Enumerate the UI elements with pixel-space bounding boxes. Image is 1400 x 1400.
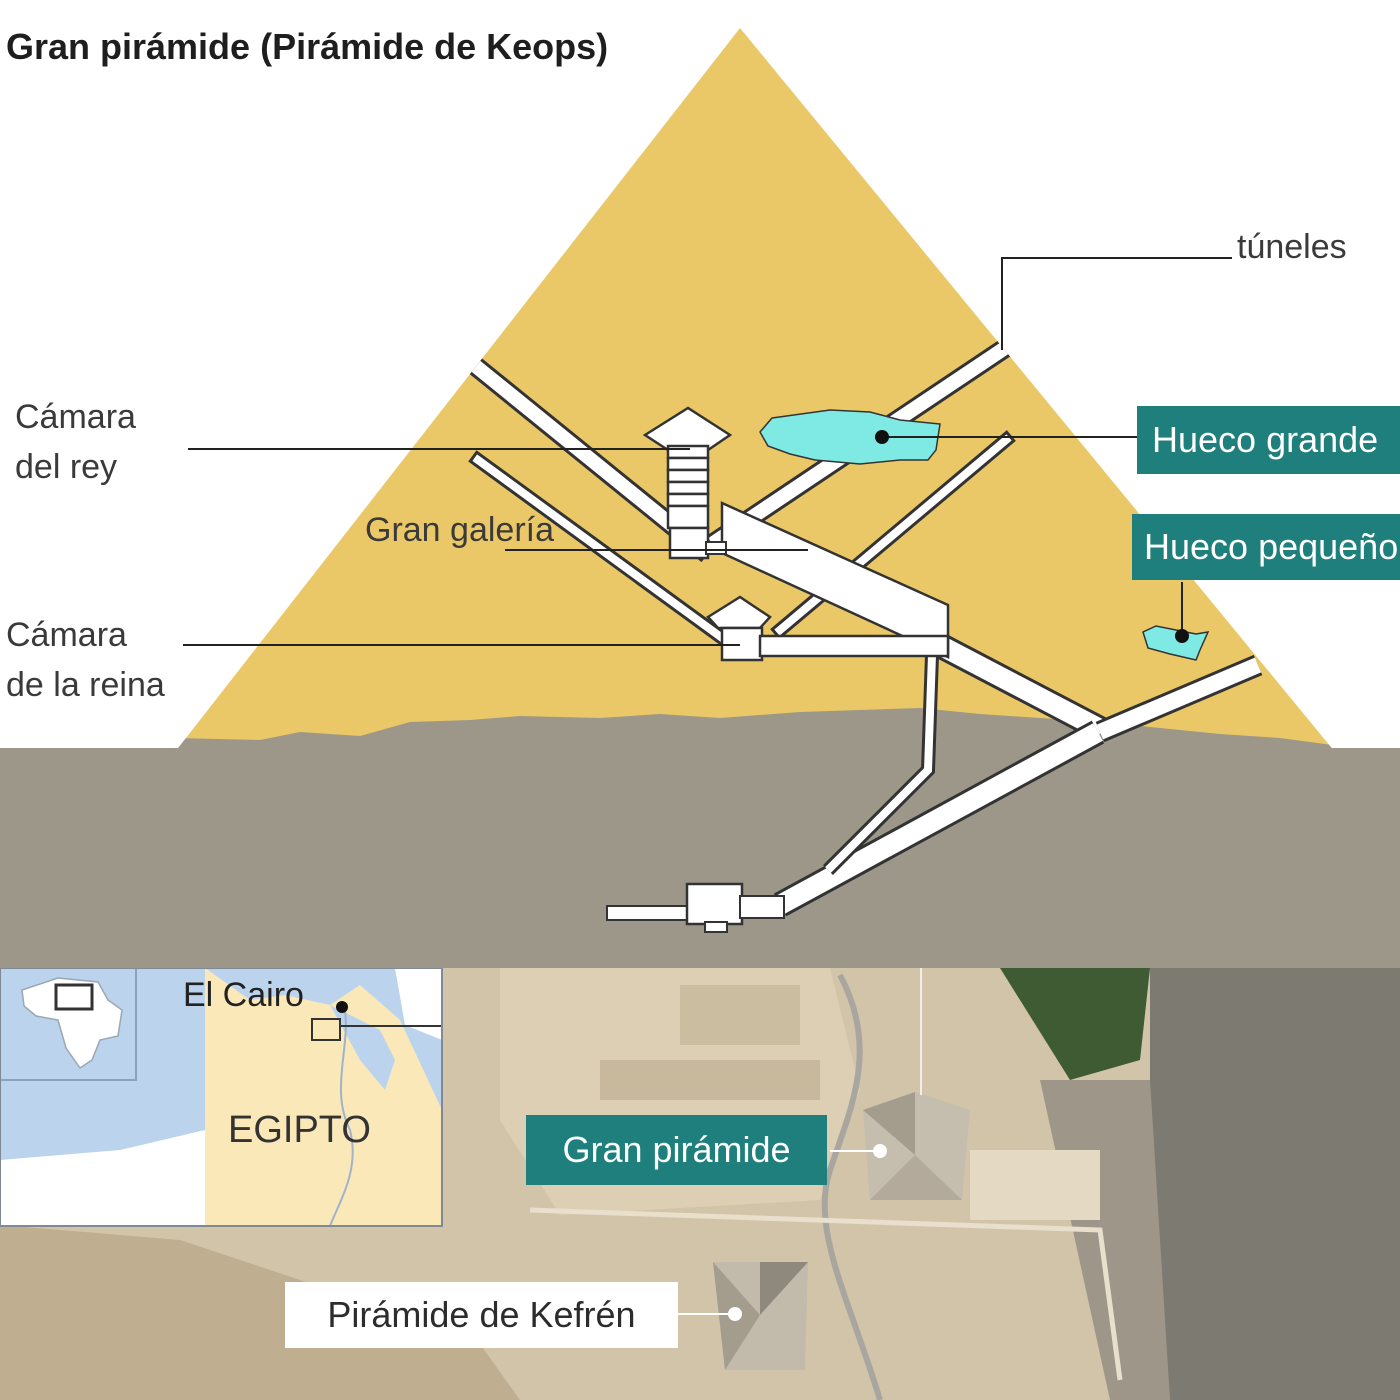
giza-box	[311, 1018, 341, 1041]
cairo-dot	[336, 1001, 348, 1013]
queens-chamber-shape	[706, 595, 950, 662]
pyramid-cross-section	[175, 28, 1335, 933]
label-gran-galeria: Gran galería	[365, 511, 554, 549]
label-hueco-grande: Hueco grande	[1137, 406, 1400, 474]
label-camara-reina-line1: Cámara	[6, 616, 127, 654]
leader-lines	[183, 257, 1232, 1315]
map-label-egipto: EGIPTO	[228, 1109, 371, 1151]
label-gran-piramide: Gran pirámide	[526, 1115, 827, 1185]
ground	[0, 748, 1400, 968]
big-void-shape	[759, 409, 941, 465]
label-camara-rey-line1: Cámara	[15, 398, 136, 436]
map-label-el-cairo: El Cairo	[183, 976, 304, 1014]
egypt-inset-map	[0, 967, 443, 1227]
label-tuneles: túneles	[1237, 228, 1347, 266]
label-piramide-kefren: Pirámide de Kefrén	[285, 1282, 678, 1348]
locator-box	[54, 983, 94, 1011]
egypt-shape	[205, 968, 442, 1226]
khafre-pyramid-dot	[728, 1307, 742, 1321]
small-void-dot	[1175, 629, 1189, 643]
big-void-dot	[875, 430, 889, 444]
subterranean-chamber-shape	[606, 882, 785, 933]
diagram-title: Gran pirámide (Pirámide de Keops)	[6, 26, 609, 67]
small-void-shape	[1142, 625, 1210, 661]
great-pyramid-dot	[873, 1144, 887, 1158]
label-camara-rey-line2: del rey	[15, 448, 118, 486]
label-hueco-pequeno: Hueco pequeño	[1132, 514, 1400, 580]
label-camara-reina-line2: de la reina	[6, 666, 165, 704]
